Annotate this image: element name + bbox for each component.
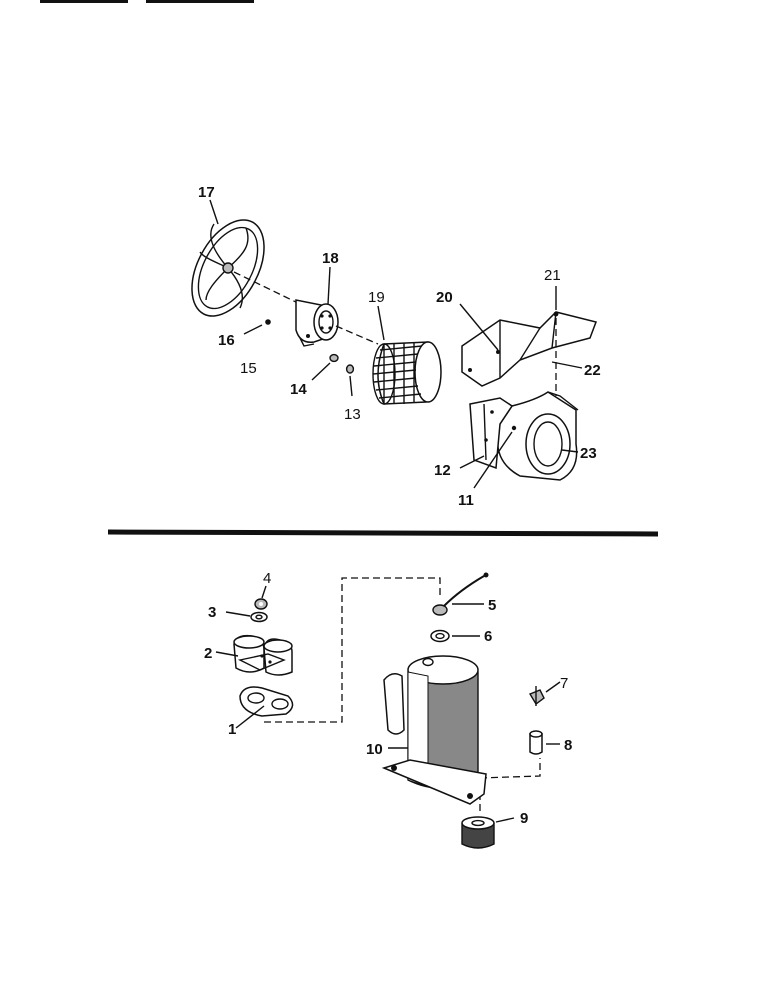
screw-11 [511,425,517,431]
washer [250,611,268,623]
fan-blade-plate [191,219,265,317]
housing-side-plate [469,397,514,470]
part-label-5: 5 [488,597,496,614]
part-label-13: 13 [344,406,361,423]
blower-motor [295,299,339,347]
part-label-14: 14 [290,381,307,398]
nut-14 [329,353,339,363]
part-label-10: 10 [366,741,383,758]
terminal-connector [432,572,489,616]
section-divider [107,529,659,537]
part-label-2: 2 [204,645,212,662]
sleeve [529,730,543,755]
part-label-18: 18 [322,250,339,267]
part-label-12: 12 [434,462,451,479]
compressor [381,655,487,805]
part-label-3: 3 [208,604,216,621]
part-label-6: 6 [484,628,492,645]
blower-wheel [372,341,442,405]
part-label-11: 11 [458,492,474,509]
part-label-20: 20 [436,289,453,306]
screw-16 [265,319,271,325]
part-label-9: 9 [520,810,528,827]
grommet [430,629,450,643]
fitting [528,686,545,706]
clip-13 [345,364,355,374]
part-label-23: 23 [580,445,597,462]
part-label-21: 21 [544,267,561,284]
blower-housing [496,391,579,481]
part-labels: 17 18 19 20 21 22 16 15 14 13 23 12 11 4… [198,184,601,827]
part-label-1: 1 [228,721,236,738]
part-label-17: 17 [198,184,215,201]
mounting-gasket [239,686,294,717]
part-label-22: 22 [584,362,601,379]
part-label-8: 8 [564,737,572,754]
part-label-19: 19 [368,289,385,306]
part-label-15: 15 [240,360,257,377]
part-label-4: 4 [263,570,271,587]
part-label-7: 7 [560,675,568,692]
terminal-nut [254,598,268,610]
mounting-foot [461,816,495,849]
part-label-16: 16 [218,332,235,349]
overload-protector [233,634,293,676]
mounting-bracket [461,311,597,387]
screw-21 [553,311,559,317]
